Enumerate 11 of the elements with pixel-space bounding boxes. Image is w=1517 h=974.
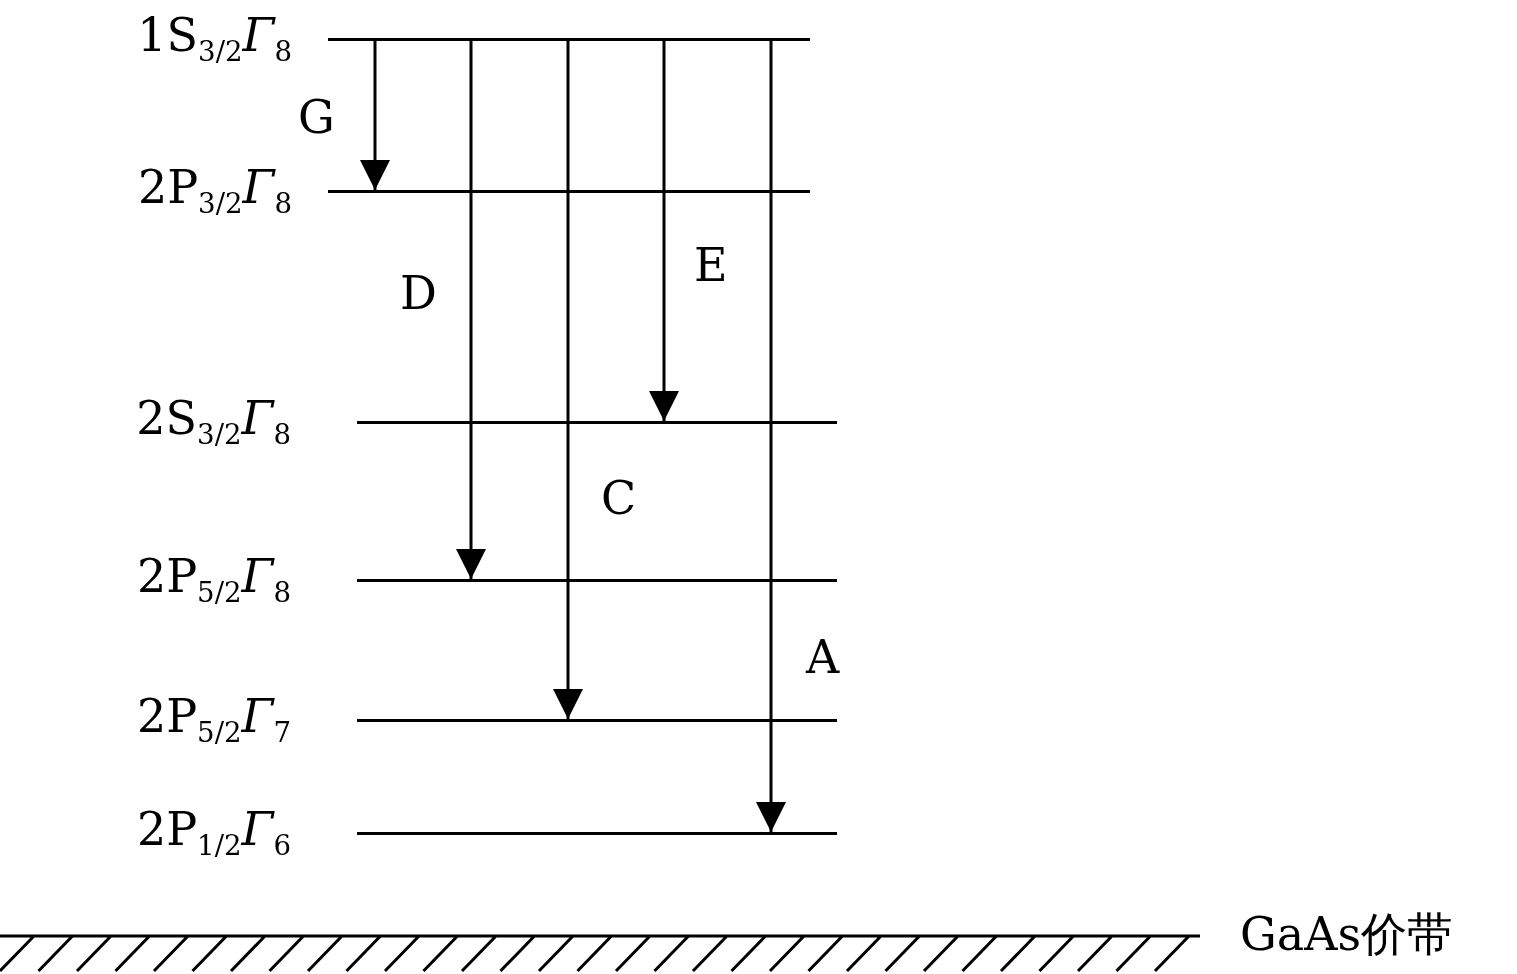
arrow [360,41,390,190]
arrow [649,41,679,421]
edge-label: E [694,240,728,290]
arrow [456,41,486,579]
band-label: GaAs价带 [1240,909,1453,959]
arrow [756,41,786,832]
arrow [553,41,583,719]
edge-label: A [806,632,840,682]
edge-label: C [601,473,637,523]
edge-label: D [400,268,437,318]
edge-label: G [298,92,335,142]
